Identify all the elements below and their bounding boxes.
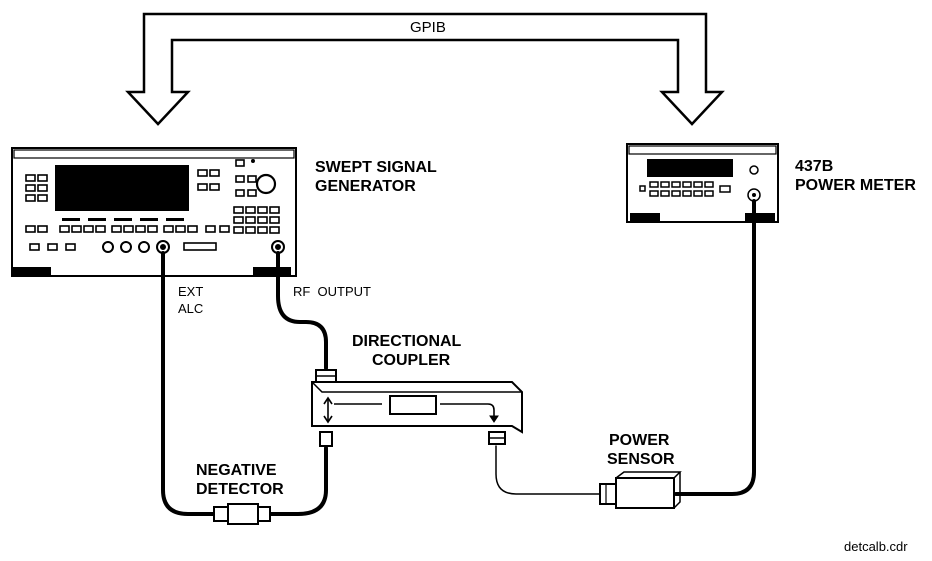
softkeys <box>62 218 184 221</box>
generator-label-line1: SWEPT SIGNAL <box>315 159 437 176</box>
negative-detector <box>213 503 271 525</box>
ext-alc-label-line2: ALC <box>178 301 204 316</box>
signal-generator <box>11 147 297 277</box>
knob <box>255 173 277 195</box>
meter-label-line2: POWER METER <box>795 177 916 194</box>
right-keypad <box>197 159 280 234</box>
coupler-label-line2: COUPLER <box>372 352 451 369</box>
meter-label-line1: 437B <box>795 158 834 175</box>
sensor-label-line1: POWER <box>609 432 670 449</box>
coupler-label-line1: DIRECTIONAL <box>352 333 462 350</box>
detector-label-line1: NEGATIVE <box>196 462 277 479</box>
coupler-element <box>389 395 437 415</box>
meter-display <box>647 159 733 177</box>
rf-output-label: RF OUTPUT <box>293 284 371 299</box>
display-screen <box>55 165 189 211</box>
coupler-through-port <box>319 431 333 447</box>
sensor-label-line2: SENSOR <box>607 451 675 468</box>
left-keypad <box>25 174 48 202</box>
directional-coupler <box>311 369 523 447</box>
filename-label: detcalb.cdr <box>844 539 908 554</box>
lower-keys <box>25 225 230 251</box>
gpib-label: GPIB <box>410 19 446 36</box>
gpib-bus <box>125 12 725 126</box>
generator-label-line2: GENERATOR <box>315 178 416 195</box>
cables <box>161 199 756 516</box>
detector-label-line2: DETECTOR <box>196 481 284 498</box>
power-meter <box>626 143 779 223</box>
power-sensor <box>599 471 682 509</box>
ext-alc-label-line1: EXT <box>178 284 204 299</box>
